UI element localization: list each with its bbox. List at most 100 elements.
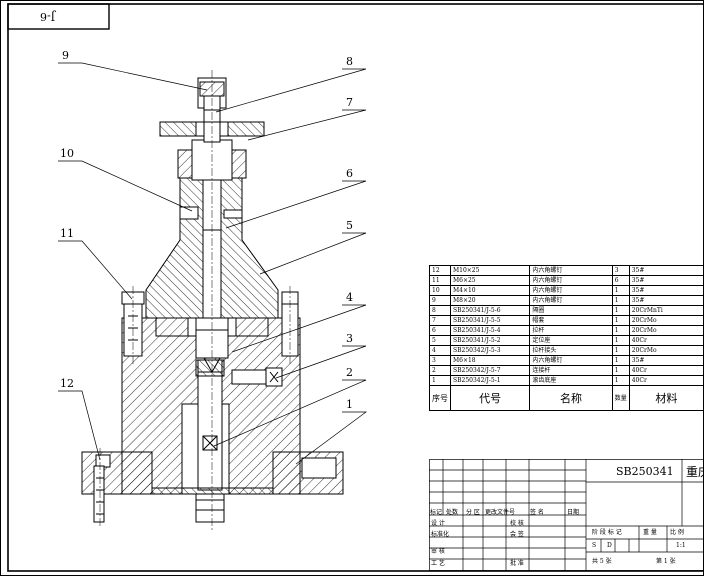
- screw-10: [179, 206, 199, 220]
- drawing-code-box: [7, 3, 110, 30]
- drawing-code: J-6: [40, 10, 56, 23]
- bom-cell-no: 8: [429, 305, 451, 316]
- stage-mark: S: [592, 542, 597, 549]
- drawing-number: SB250341: [616, 465, 674, 478]
- balloon-label: 6: [346, 167, 353, 180]
- stage-header: 比 例: [670, 529, 684, 536]
- role-label: 设 计: [431, 520, 445, 527]
- bom-cell-qty: 3: [611, 265, 630, 276]
- bom-cell-mat: 40Cr: [628, 365, 704, 376]
- leader-lines: [58, 62, 368, 465]
- bom-cell-mat: 40Cr: [628, 375, 704, 386]
- role-label: 标准化: [431, 531, 450, 538]
- bom-cell-name: 内六角螺钉: [529, 275, 613, 286]
- balloon-label: 2: [346, 366, 353, 379]
- bom-cell-code: SB250342/J-5-1: [449, 375, 531, 386]
- bom-cell-no: 9: [429, 295, 451, 306]
- rev-header: 日期: [567, 509, 580, 516]
- bottom-plate: [151, 487, 274, 495]
- balloon-label: 12: [60, 377, 74, 390]
- bom-cell-qty: 6: [611, 275, 630, 286]
- bom-cell-name: 连接杆: [529, 365, 613, 376]
- bom-cell-mat: 20CrMnTi: [628, 305, 704, 316]
- bom-cell-mat: 20CrMo: [628, 325, 704, 336]
- bom-cell-name: 内六角螺钉: [529, 265, 613, 276]
- bom-cell-no: 6: [429, 325, 451, 336]
- bom-cell-code: M6×18: [449, 355, 531, 366]
- bom-cell-qty: 1: [611, 375, 630, 386]
- bom-cell-no: 2: [429, 365, 451, 376]
- bom-cell-name: 内六角螺钉: [529, 285, 613, 296]
- connecting-rod: [197, 359, 223, 491]
- bom-header-mat: 材料: [628, 385, 704, 411]
- balloon-label: 1: [346, 398, 353, 411]
- bom-cell-mat: 35#: [628, 275, 704, 286]
- bom-cell-no: 12: [429, 265, 451, 276]
- bom-cell-qty: 1: [611, 305, 630, 316]
- bom-cell-code: M10×25: [449, 265, 531, 276]
- balloon-label: 9: [62, 49, 69, 62]
- bom-cell-code: SB250342/J-5-3: [449, 345, 531, 356]
- bom-cell-code: SB250341/J-5-4: [449, 325, 531, 336]
- stage-header: 重 量: [643, 529, 657, 536]
- bom-cell-name: 帽套: [529, 315, 613, 326]
- bom-header-name: 名称: [529, 385, 613, 411]
- center-lines: [99, 70, 291, 530]
- role-label: 工 艺: [431, 560, 445, 567]
- company-name: 重庆: [686, 465, 704, 479]
- bom-cell-qty: 1: [611, 335, 630, 346]
- bom-cell-qty: 1: [611, 325, 630, 336]
- rev-header: 签 名: [530, 509, 544, 516]
- bom-cell-name: 内六角螺钉: [529, 355, 613, 366]
- rev-header: 分 区: [466, 509, 480, 516]
- inner-border: [7, 3, 704, 572]
- bom-cell-name: 拉杆: [529, 325, 613, 336]
- bom-cell-code: SB250342/J-5-7: [449, 365, 531, 376]
- bom-cell-no: 3: [429, 355, 451, 366]
- scale-value: 1:1: [676, 542, 686, 549]
- rev-header: 标记: [430, 509, 443, 516]
- bom-cell-code: M4×10: [449, 285, 531, 296]
- balloon-label: 3: [346, 332, 353, 345]
- bom-cell-qty: 1: [611, 355, 630, 366]
- bom-cell-qty: 1: [611, 365, 630, 376]
- bom-cell-mat: 35#: [628, 285, 704, 296]
- bom-cell-name: 内六角螺钉: [529, 295, 613, 306]
- bom-cell-no: 11: [429, 275, 451, 286]
- bom-cell-qty: 1: [611, 295, 630, 306]
- balloon-label: 8: [346, 55, 353, 68]
- bom-cell-mat: 40Cr: [628, 335, 704, 346]
- bottom-boss: [195, 359, 225, 377]
- bom-cell-no: 5: [429, 335, 451, 346]
- rev-header: 更改文件号: [485, 509, 516, 516]
- bom-cell-code: M6×25: [449, 275, 531, 286]
- bom-header-no: 序号: [429, 385, 451, 411]
- bom-cell-qty: 1: [611, 285, 630, 296]
- bom-cell-qty: 1: [611, 315, 630, 326]
- rev-header: 处数: [446, 509, 459, 516]
- bom-cell-name: 滚齿底座: [529, 375, 613, 386]
- bom-cell-mat: 35#: [628, 295, 704, 306]
- check-label: 批 准: [510, 560, 524, 567]
- sheet-count: 共 5 张: [592, 558, 612, 565]
- bom-cell-mat: 20CrMo: [628, 345, 704, 356]
- bom-cell-qty: 1: [611, 345, 630, 356]
- assembly-section-view: [81, 77, 344, 523]
- stage-header: 阶 段 标 记: [592, 529, 622, 536]
- bom-cell-name: 拉杆接头: [529, 345, 613, 356]
- sheet-number: 第 1 张: [656, 558, 676, 565]
- bom-cell-code: SB250341/J-5-2: [449, 335, 531, 346]
- check-label: 校 核: [510, 520, 524, 527]
